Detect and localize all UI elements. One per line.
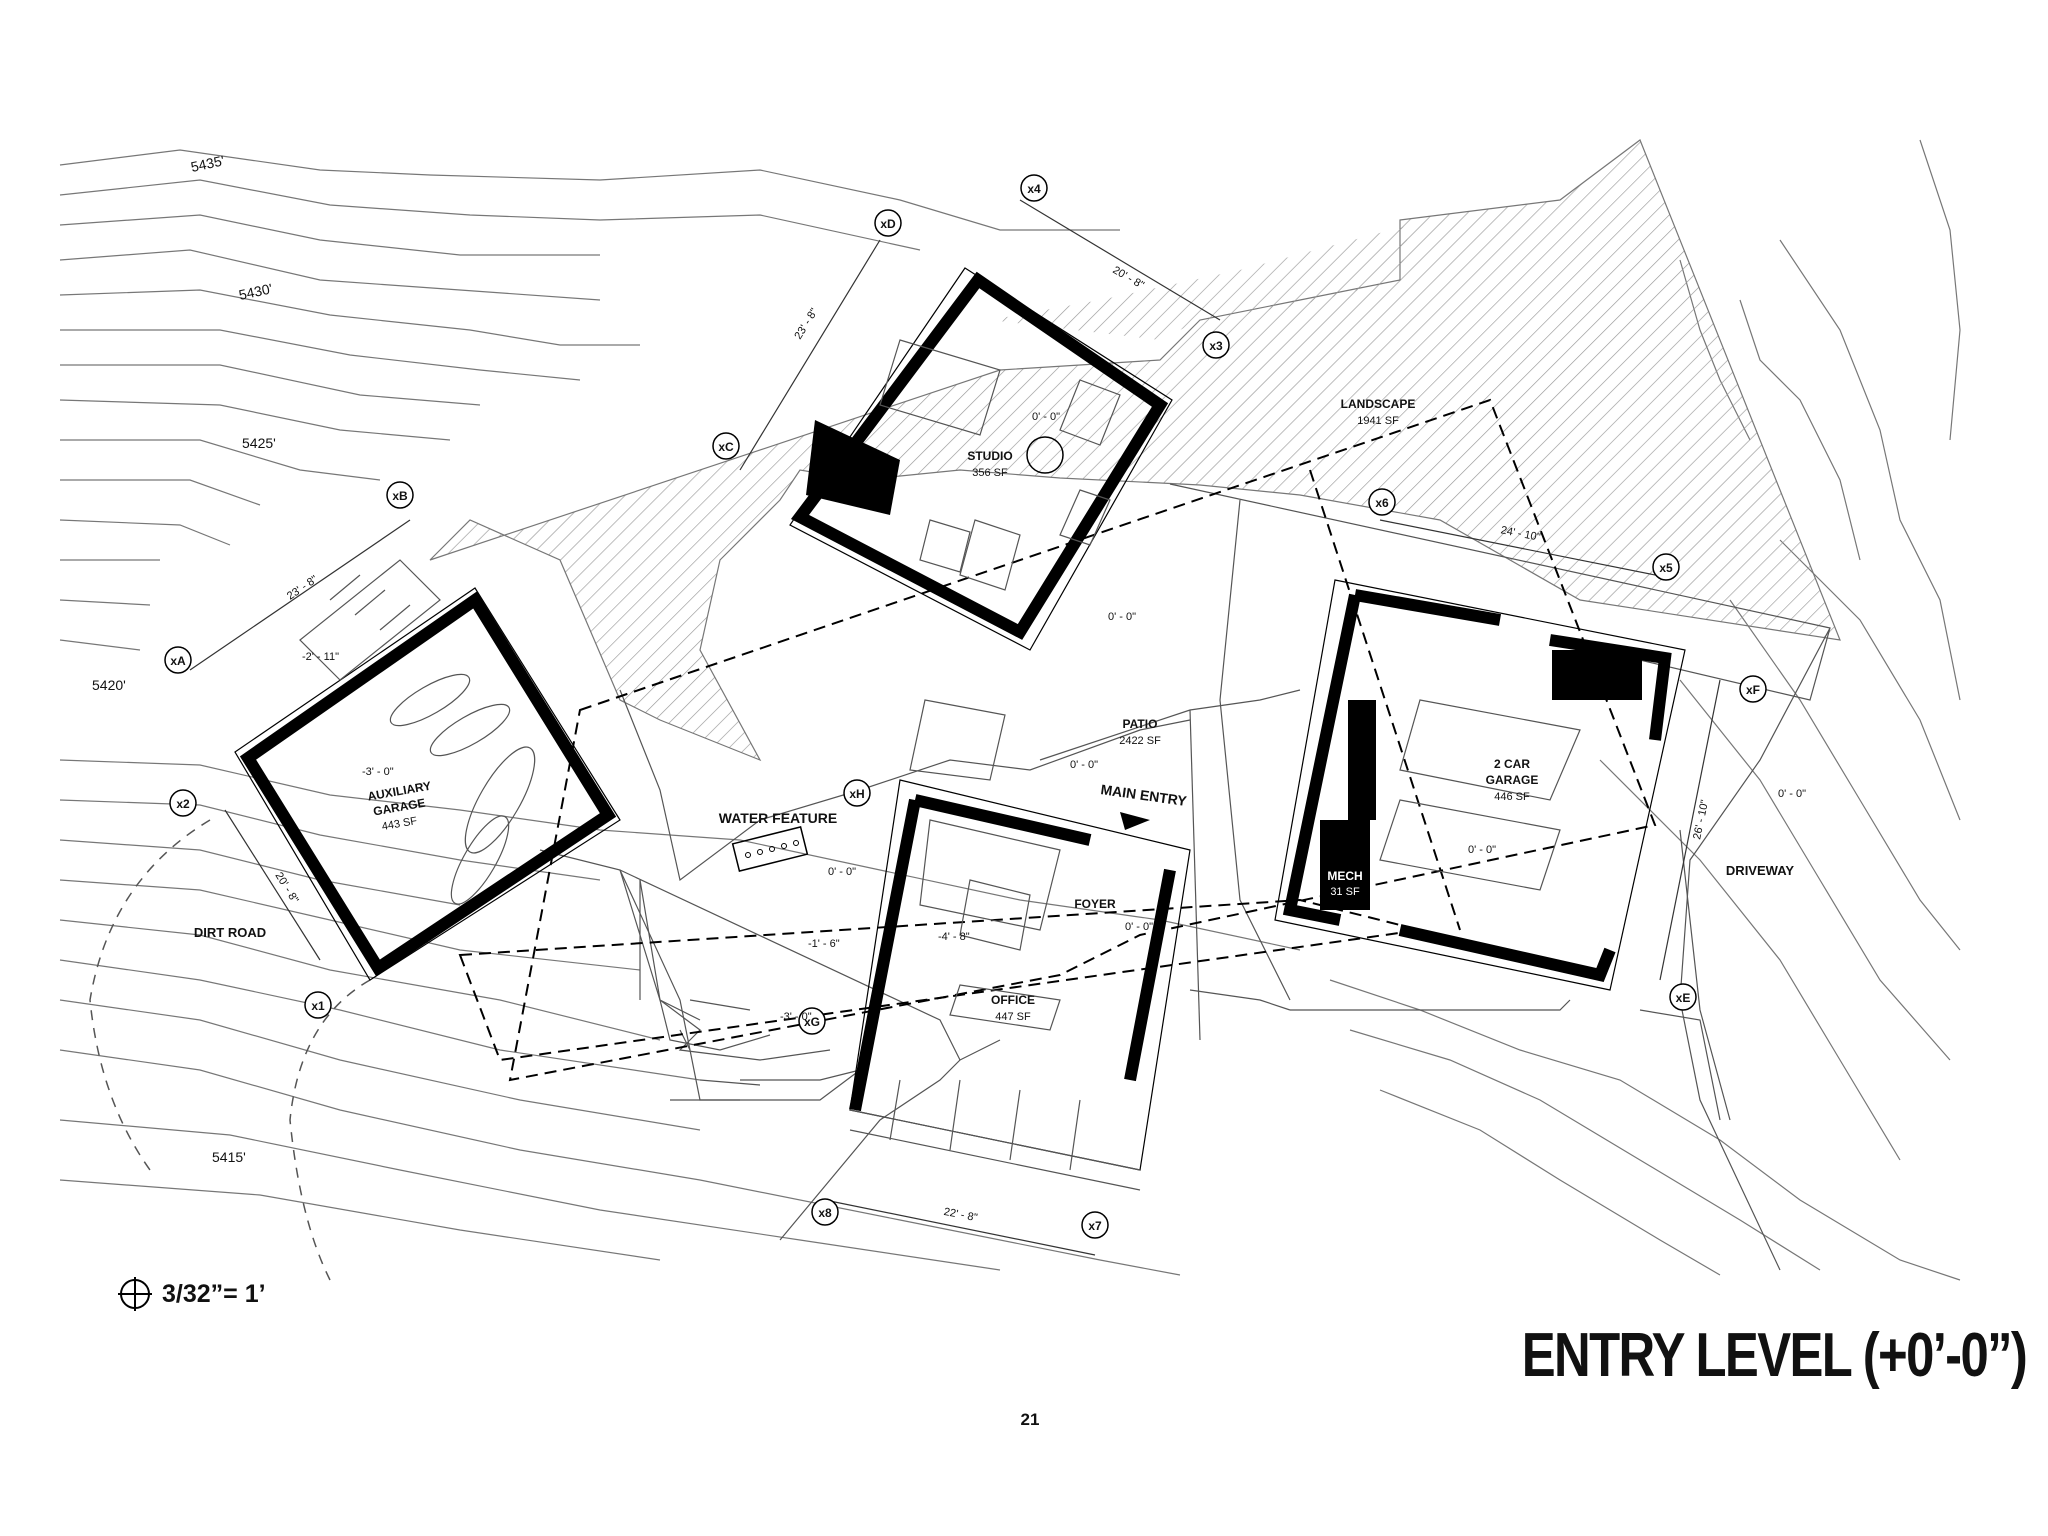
car-garage-label-1: 2 CAR	[1494, 757, 1530, 771]
dim-studio-top: 20' - 8"	[1111, 264, 1147, 292]
landscape-label: LANDSCAPE	[1341, 397, 1416, 411]
grid-bubble-xG: xG	[798, 1007, 826, 1035]
foyer-label: FOYER	[1074, 897, 1116, 911]
contour-label-5435: 5435'	[189, 152, 225, 175]
grid-bubble-xC: xC	[712, 432, 740, 460]
studio-building	[789, 267, 1173, 651]
dim-aux-top: 23' - 8"	[285, 573, 320, 602]
contour-label-5425: 5425'	[242, 435, 276, 451]
patio-area: 2422 SF	[1119, 735, 1161, 747]
mech-area: 31 SF	[1330, 886, 1360, 898]
grid-bubble-xE: xE	[1669, 983, 1697, 1011]
grid-label-x8: x8	[818, 1206, 832, 1220]
aux-garage-building	[234, 559, 621, 981]
grid-bubble-x8: x8	[811, 1198, 839, 1226]
office-area: 447 SF	[995, 1011, 1031, 1023]
page-number: 21	[1020, 1410, 1040, 1429]
elev-aux-top: -2' - 11"	[302, 651, 339, 663]
elev-water: 0' - 0"	[828, 866, 856, 878]
studio-elev: 0' - 0"	[1032, 411, 1060, 423]
roof-outlines	[458, 398, 1657, 1082]
main-entry-label: MAIN ENTRY	[1100, 781, 1189, 809]
elev-studio-entry: 0' - 0"	[1108, 611, 1136, 623]
grid-label-x6: x6	[1375, 496, 1389, 510]
grid-bubble-xA: xA	[164, 646, 192, 674]
grid-label-xE: xE	[1676, 991, 1691, 1005]
studio-label: STUDIO	[967, 449, 1012, 463]
studio-area: 356 SF	[972, 467, 1008, 479]
car-garage-elev: 0' - 0"	[1468, 844, 1496, 856]
grid-bubble-x3: x3	[1202, 331, 1230, 359]
landscape-area: 1941 SF	[1357, 415, 1399, 427]
grid-bubble-x4: x4	[1020, 174, 1048, 202]
contour-lines	[59, 139, 1961, 1281]
grid-bubble-x1: x1	[304, 991, 332, 1019]
contour-label-5415: 5415'	[212, 1149, 246, 1165]
grid-label-x4: x4	[1027, 182, 1041, 196]
grid-label-xG: xG	[804, 1015, 820, 1029]
driveway-label: DRIVEWAY	[1726, 863, 1794, 878]
grid-bubble-xH: xH	[843, 779, 871, 807]
grid-bubble-xB: xB	[386, 481, 414, 509]
aux-garage-elev: -3' - 0"	[362, 766, 394, 778]
dim-studio-side: 23' - 8"	[792, 306, 820, 341]
elev-stair-bottom: -3' - 0"	[780, 1011, 812, 1023]
car-garage-area: 446 SF	[1494, 791, 1530, 803]
site-outlines	[89, 483, 1831, 1281]
aux-garage-area: 443 SF	[381, 815, 418, 833]
elev-stair-mid: -4' - 8"	[938, 931, 970, 943]
grid-label-x5: x5	[1659, 561, 1673, 575]
water-feature-dots	[745, 840, 799, 858]
grid-label-xA: xA	[170, 654, 186, 668]
grid-bubble-x2: x2	[169, 789, 197, 817]
patio-label: PATIO	[1123, 717, 1158, 731]
grid-bubble-x7: x7	[1081, 1211, 1109, 1239]
dim-aux-side: 20' - 8"	[272, 870, 300, 905]
grid-bubble-x5: x5	[1652, 553, 1680, 581]
grid-label-xF: xF	[1746, 683, 1760, 697]
dim-office-bottom: 22' - 8"	[943, 1206, 979, 1224]
foyer-elev: 0' - 0"	[1125, 921, 1153, 933]
scale-indicator: 3/32”= 1’	[118, 1277, 266, 1311]
contour-label-5420: 5420'	[92, 677, 126, 693]
water-feature-basin	[731, 826, 809, 872]
contour-label-5430: 5430'	[237, 280, 273, 303]
grid-label-x2: x2	[176, 797, 190, 811]
grid-label-xD: xD	[880, 217, 896, 231]
grid-bubble-xF: xF	[1739, 675, 1767, 703]
grid-bubble-x6: x6	[1368, 488, 1396, 516]
grid-bubble-xD: xD	[874, 209, 902, 237]
dirt-road-label: DIRT ROAD	[194, 925, 266, 940]
car-garage-building	[1274, 579, 1686, 991]
elev-driveway: 0' - 0"	[1778, 788, 1806, 800]
patio-elev: 0' - 0"	[1070, 759, 1098, 771]
mech-label: MECH	[1327, 869, 1362, 883]
grid-label-x7: x7	[1088, 1219, 1102, 1233]
office-label: OFFICE	[991, 993, 1035, 1007]
grid-label-x3: x3	[1209, 339, 1223, 353]
water-feature-label: WATER FEATURE	[719, 810, 837, 826]
main-entry-arrow	[1120, 812, 1150, 830]
grid-label-xB: xB	[392, 489, 408, 503]
elev-stair-low: -1' - 6"	[808, 938, 840, 950]
scale-text: 3/32”= 1’	[162, 1279, 266, 1308]
page-title: ENTRY LEVEL (+0’-0”)	[1521, 1321, 2028, 1390]
office-building	[849, 699, 1191, 1191]
grid-label-xH: xH	[849, 787, 864, 801]
dimension-lines	[189, 199, 1721, 1256]
grid-label-xC: xC	[718, 440, 734, 454]
north-arrow-icon	[118, 1277, 152, 1311]
grid-label-x1: x1	[311, 999, 325, 1013]
car-garage-label-2: GARAGE	[1486, 773, 1539, 787]
